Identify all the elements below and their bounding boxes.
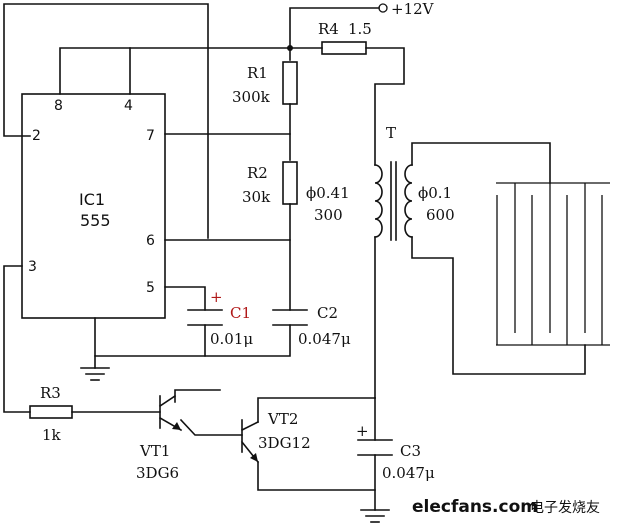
wire-vt1-emitter <box>179 418 243 436</box>
c2-value: 0.047μ <box>298 330 351 348</box>
watermark-site: elecfans.com <box>412 497 538 517</box>
supply-terminal: +12V <box>287 0 435 51</box>
primary-turns-label: 300 <box>314 206 343 224</box>
r4-body <box>321 41 367 55</box>
ground-symbol-output <box>360 509 390 523</box>
ic-name: IC1 <box>79 190 105 209</box>
wire-ic-ground <box>94 317 206 357</box>
vt2-collector-lead <box>240 420 260 432</box>
vt2-emitter-arrow <box>250 453 258 462</box>
resistor-r1: R1 300k <box>232 61 298 106</box>
transistor-vt1: VT1 3DG6 <box>136 394 183 482</box>
wire-secondary-top <box>411 142 551 184</box>
wire-supply <box>289 7 380 49</box>
wires <box>3 3 586 511</box>
wire-r4-primary <box>365 47 405 166</box>
c2-name: C2 <box>317 304 338 322</box>
secondary-wire-label: ϕ0.1 <box>418 184 452 202</box>
supply-terminal-circle <box>378 3 388 13</box>
r4-name: R4 <box>318 20 339 38</box>
transformer-t: T ϕ0.41 300 ϕ0.1 600 <box>306 124 455 241</box>
primary-winding <box>374 164 383 238</box>
resistor-r4: R4 1.5 <box>318 20 372 55</box>
r4-value: 1.5 <box>348 20 372 38</box>
ic-type: 555 <box>80 211 111 230</box>
primary-wire-label: ϕ0.41 <box>306 184 350 202</box>
ic-555: IC1 555 8 4 2 7 6 3 5 <box>21 93 166 319</box>
wire-caps-bottom <box>204 324 291 357</box>
capacitor-c2: C2 0.047μ <box>272 304 351 348</box>
wire-secondary-bottom <box>411 236 586 375</box>
c3-value: 0.047μ <box>382 464 435 482</box>
secondary-turns-label: 600 <box>426 206 455 224</box>
vt2-type: 3DG12 <box>258 434 311 452</box>
r3-value: 1k <box>42 426 62 444</box>
wire-vt2-emitter <box>257 461 376 491</box>
wire-pin3-out <box>3 265 31 413</box>
electrode-grid <box>496 182 610 346</box>
junction-dot <box>287 45 293 51</box>
r2-name: R2 <box>247 164 268 182</box>
r2-body <box>282 161 298 205</box>
ic-pin-8: 8 <box>54 98 63 114</box>
r1-name: R1 <box>247 64 268 82</box>
transformer-name: T <box>386 124 396 142</box>
r3-body <box>29 405 73 419</box>
wire-pin5 <box>164 286 206 311</box>
ic-pin-6: 6 <box>146 233 155 249</box>
transistor-vt2: VT2 3DG12 <box>240 410 311 464</box>
r3-name: R3 <box>40 384 61 402</box>
vt1-collector-lead <box>158 394 177 408</box>
ic-pin-7: 7 <box>146 128 155 144</box>
r2-value: 30k <box>242 188 271 206</box>
c1-value: 0.01μ <box>210 330 253 348</box>
vt1-name: VT1 <box>139 442 170 460</box>
resistor-r2: R2 30k <box>242 161 298 206</box>
c1-polarity: + <box>210 288 223 306</box>
wire-pin8 <box>59 47 291 95</box>
capacitor-c3: + C3 0.047μ <box>356 422 435 482</box>
wire-vt1-collector <box>174 389 221 403</box>
capacitor-c1: + C1 0.01μ <box>187 288 253 348</box>
ic-body <box>21 93 166 319</box>
r1-body <box>282 61 298 105</box>
resistor-r3: R3 1k <box>29 384 73 444</box>
vt2-name: VT2 <box>267 410 298 428</box>
vt1-type: 3DG6 <box>136 464 179 482</box>
wire-pin2-loop <box>3 3 209 239</box>
ic-pin-3: 3 <box>28 259 37 275</box>
supply-label: +12V <box>391 0 435 18</box>
c1-name: C1 <box>230 304 251 322</box>
watermark-cn: 电子发烧友 <box>530 500 600 516</box>
r1-value: 300k <box>232 88 271 106</box>
secondary-winding <box>404 164 413 238</box>
ground-symbol-ic <box>80 367 110 381</box>
c3-polarity: + <box>356 422 369 440</box>
ic-pin-2: 2 <box>32 128 41 144</box>
c3-name: C3 <box>400 442 421 460</box>
ic-pin-5: 5 <box>146 280 155 296</box>
vt1-emitter-arrow <box>172 422 181 430</box>
watermark: elecfans.com 电子发烧友 <box>412 497 600 517</box>
wire-vt2-collector <box>257 397 376 423</box>
ic-pin-4: 4 <box>124 98 133 114</box>
